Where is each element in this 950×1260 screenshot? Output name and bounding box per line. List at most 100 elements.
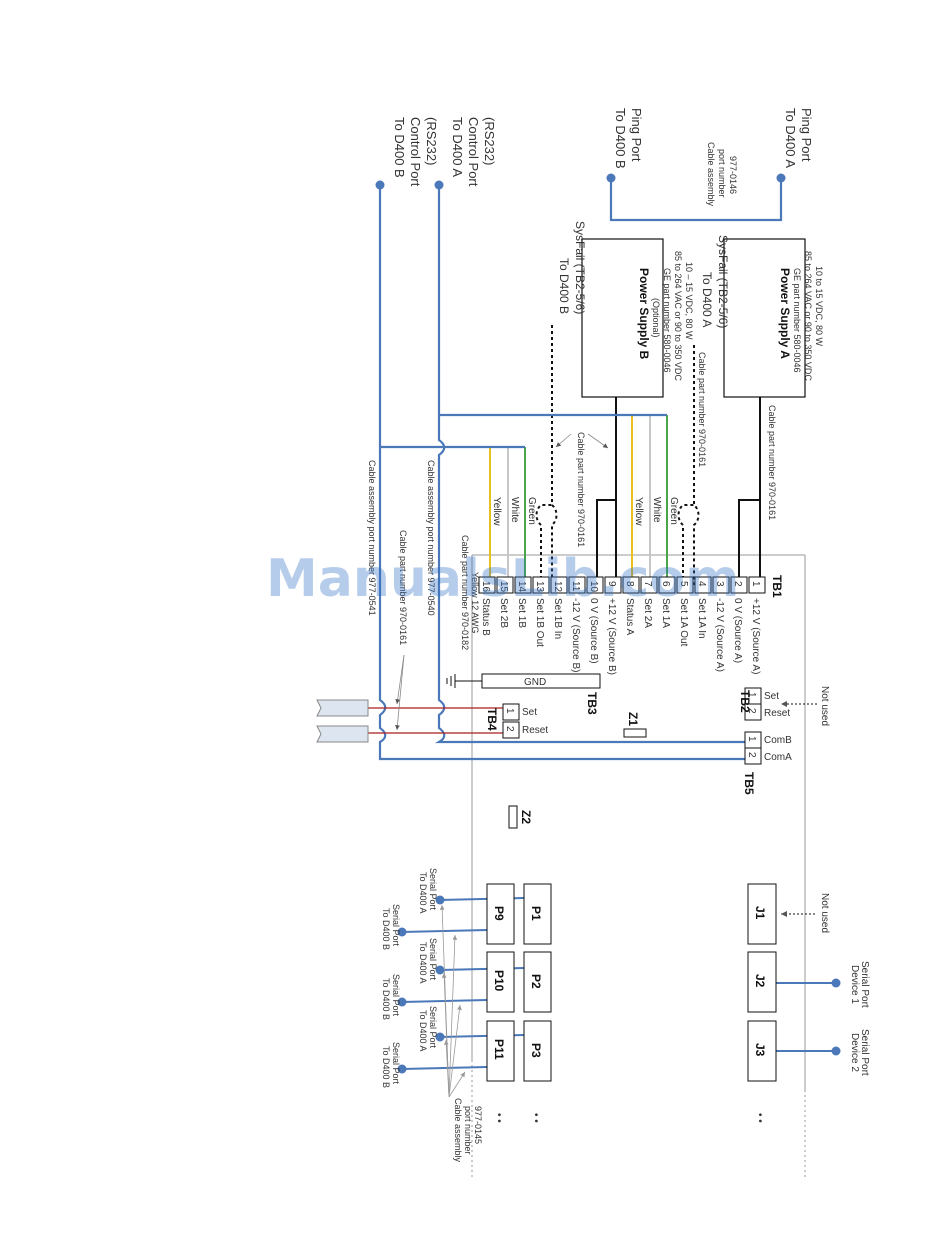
port-p2[interactable] (523, 951, 552, 1013)
tb1-terminal-6[interactable] (658, 576, 676, 594)
serial-p11-b-label: To D400 BSerial Port (381, 1042, 401, 1088)
d400a-control-label: To D400 A Control Port (RS232) (450, 117, 497, 190)
port-j1[interactable] (747, 883, 777, 945)
tb1-terminal-label: 0 V (Source B) (588, 598, 599, 664)
port-p1[interactable] (523, 883, 552, 945)
port-p10[interactable] (486, 951, 515, 1013)
tb4-num-2: 2 (504, 726, 515, 732)
yellow-b-label: Yellow (491, 497, 502, 526)
tb1-terminal-num: 4 (696, 581, 707, 587)
tb4-set-label: Set (522, 707, 537, 718)
tb1-terminal-num: 13 (534, 581, 545, 593)
tb1-terminal-9[interactable] (604, 576, 622, 594)
psb-0v-wire (596, 499, 616, 585)
p11-b-wire (401, 1066, 488, 1070)
tb4-terminal-2[interactable] (502, 721, 520, 739)
sysfail-b-wire (535, 325, 558, 585)
tb4-terminal-1[interactable] (502, 703, 520, 721)
tb1-terminal-2[interactable] (730, 576, 748, 594)
device-1-label: Device 1 Serial Port (849, 961, 870, 1008)
z2-component (508, 805, 518, 829)
port-p9[interactable] (486, 883, 515, 945)
serial-p9-a-label: To D400 ASerial Port (418, 868, 438, 914)
tb1-terminal-num: 8 (624, 581, 635, 587)
port-p11[interactable] (486, 1020, 515, 1082)
cable-label-control-a: Cable assembly port number 977-0540 (426, 460, 436, 616)
tb1-terminal-label: Set 1A (660, 598, 671, 628)
tb1-terminal-num: 16 (480, 581, 491, 593)
sysfail-b-label: To D400 B SysFail (TB2-5/6) (557, 221, 587, 317)
power-supply-b-text: Power Supply B (Optional) GE part number… (637, 251, 694, 383)
tb1-terminal-14[interactable] (514, 576, 532, 594)
tb1-terminal-10[interactable] (586, 576, 604, 594)
tb2-terminal-2[interactable] (744, 703, 762, 721)
z1-label: Z1 (626, 712, 640, 726)
tb1-terminal-3[interactable] (712, 576, 730, 594)
power-supply-a-box (723, 238, 806, 398)
cable-label-tb4: Cable part number 970-0161 (398, 530, 408, 645)
cable-pointer-arrows (395, 433, 609, 1098)
tb1-terminal-11[interactable] (568, 576, 586, 594)
tb4-reset-label: Reset (522, 725, 548, 736)
port-j3[interactable] (747, 1020, 777, 1082)
ping-cable-label: Cable assembly port number 977-0146 (706, 142, 738, 209)
tb1-terminal-label: Set 2A (642, 598, 653, 628)
tb1-label: TB1 (770, 575, 784, 598)
port-p1-label: P1 (529, 906, 543, 921)
tb5-terminal-2[interactable] (744, 747, 762, 765)
d400a-ping-label: To D400 A Ping Port (783, 108, 814, 171)
tb1-terminal-5[interactable] (676, 576, 694, 594)
serial-p10-a-label: To D400 ASerial Port (418, 938, 438, 984)
tb1-terminal-13[interactable] (532, 576, 550, 594)
tb5-coma-label: ComA (764, 752, 792, 763)
tb1-terminal-7[interactable] (640, 576, 658, 594)
tb1-terminal-num: 12 (552, 581, 563, 593)
tb1-terminal-label: Set 1B Out (534, 598, 545, 647)
j1-not-used-label: Not used (819, 893, 830, 933)
white-a-label: White (651, 497, 662, 523)
port-j2[interactable] (747, 951, 777, 1013)
tb4-label: TB4 (485, 708, 499, 731)
device-2-label: Device 2 Serial Port (849, 1029, 870, 1076)
tb1-terminal-num: 9 (606, 581, 617, 587)
tb1-terminal-15[interactable] (496, 576, 514, 594)
port-p9-label: P9 (492, 906, 506, 921)
panel-outline (471, 554, 806, 1180)
port-j2-label: J2 (753, 974, 767, 988)
tb1-terminal-num: 15 (498, 581, 509, 593)
cable-label-gnd: Cable part number 970-0182 Yellow 12 AWG (460, 535, 480, 653)
tb5-comb-label: ComB (764, 735, 792, 746)
tb2-label: TB2 (738, 690, 752, 713)
tb1-terminal-label: Set 1B (516, 598, 527, 628)
tb1-terminal-1[interactable] (748, 576, 766, 594)
port-p2-label: P2 (529, 974, 543, 989)
ground-symbol (446, 674, 482, 688)
port-p11-label: P11 (492, 1039, 506, 1060)
power-supply-b-box (581, 238, 664, 398)
serial-p10-b-label: To D400 BSerial Port (381, 974, 401, 1020)
wires (345, 178, 836, 1070)
tb1-terminal-label: Set 2B (498, 598, 509, 628)
ellipsis-p-top: • • (530, 1113, 541, 1123)
cable-label-control-b: Cable assembly port number 977-0541 (367, 460, 377, 616)
tb1-terminal-16[interactable] (478, 576, 496, 594)
serial-p9-b-label: To D400 BSerial Port (381, 904, 401, 950)
p10-b-wire (401, 999, 488, 1003)
cable-label-serial: Cable assembly port number 977-0145 (453, 1098, 483, 1165)
tb1-terminal-12[interactable] (550, 576, 568, 594)
tb1-terminal-num: 1 (750, 581, 761, 587)
tb1-terminal-num: 10 (588, 581, 599, 593)
tb2-reset-label: Reset (764, 708, 790, 719)
tb1-terminal-8[interactable] (622, 576, 640, 594)
tb1-terminal-label: +12 V (Source A) (750, 598, 761, 674)
psa-plus12-wire (738, 397, 761, 585)
tb1-terminal-4[interactable] (694, 576, 712, 594)
tb1-terminal-label: 0 V (Source A) (732, 598, 743, 663)
power-supply-a-text: Power Supply A GE part number 580-0046 8… (778, 251, 824, 383)
tb1-terminal-num: 14 (516, 581, 527, 593)
z2-label: Z2 (519, 810, 533, 824)
port-p3[interactable] (523, 1020, 552, 1082)
cable-label-tb1-a: Cable part number 970-0161 (767, 405, 777, 520)
tb1-terminal-label: Status A (624, 598, 635, 636)
